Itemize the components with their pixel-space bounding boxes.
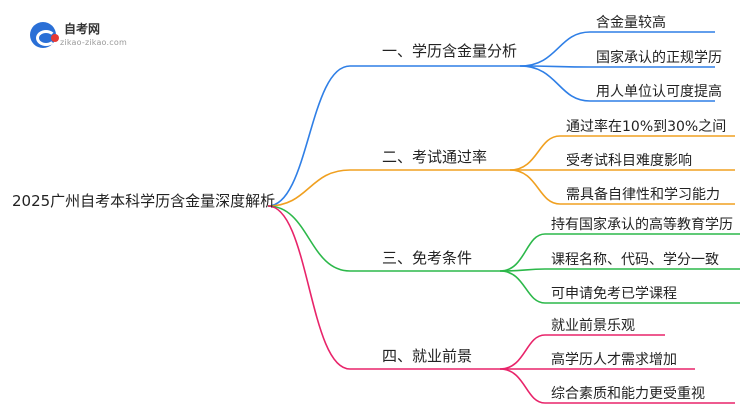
leaf-item: 综合素质和能力更受重视 (551, 386, 705, 402)
leaf-item: 需具备自律性和学习能力 (566, 187, 720, 203)
branch-leaf-connector (509, 169, 735, 205)
leaf-item: 国家承认的正规学历 (596, 50, 722, 66)
leaf-item: 可申请免考已学课程 (551, 286, 677, 302)
branch-education-value: 一、学历含金量分析 (382, 42, 518, 60)
branch-exemption: 三、免考条件 (382, 249, 473, 267)
logo-name: 自考网 (64, 22, 101, 36)
logo-icon (30, 22, 59, 48)
logo-url: zikao-zikao.com (60, 38, 127, 47)
root-branch-connector (267, 169, 510, 207)
root-branch-connector (267, 205, 500, 370)
branch-leaf-connector (499, 270, 740, 304)
branch-leaf-connector (499, 368, 735, 404)
leaf-item: 用人单位认可度提高 (596, 84, 722, 100)
leaf-item: 课程名称、代码、学分一致 (551, 252, 719, 268)
site-logo: 自考网 zikao-zikao.com (30, 16, 140, 52)
leaf-item: 含金量较高 (596, 15, 666, 31)
leaf-item: 持有国家承认的高等教育学历 (551, 217, 733, 233)
leaf-item: 受考试科目难度影响 (566, 153, 692, 169)
root-topic: 2025广州自考本科学历含金量深度解析 (12, 192, 276, 210)
branch-leaf-connector (499, 233, 740, 272)
branch-leaf-connector (509, 135, 735, 171)
root-branch-connector (267, 205, 500, 272)
branch-leaf-connector (519, 65, 715, 68)
branch-pass-rate: 二、考试通过率 (382, 148, 488, 166)
branch-leaf-connector (519, 65, 715, 102)
branch-leaf-connector (499, 268, 740, 272)
leaf-item: 就业前景乐观 (551, 318, 635, 334)
branch-career: 四、就业前景 (382, 347, 473, 365)
leaf-item: 通过率在10%到30%之间 (566, 119, 727, 135)
branch-leaf-connector (519, 31, 715, 67)
leaf-item: 高学历人才需求增加 (551, 352, 677, 368)
branch-leaf-connector (499, 334, 665, 370)
root-branch-connector (267, 65, 520, 207)
